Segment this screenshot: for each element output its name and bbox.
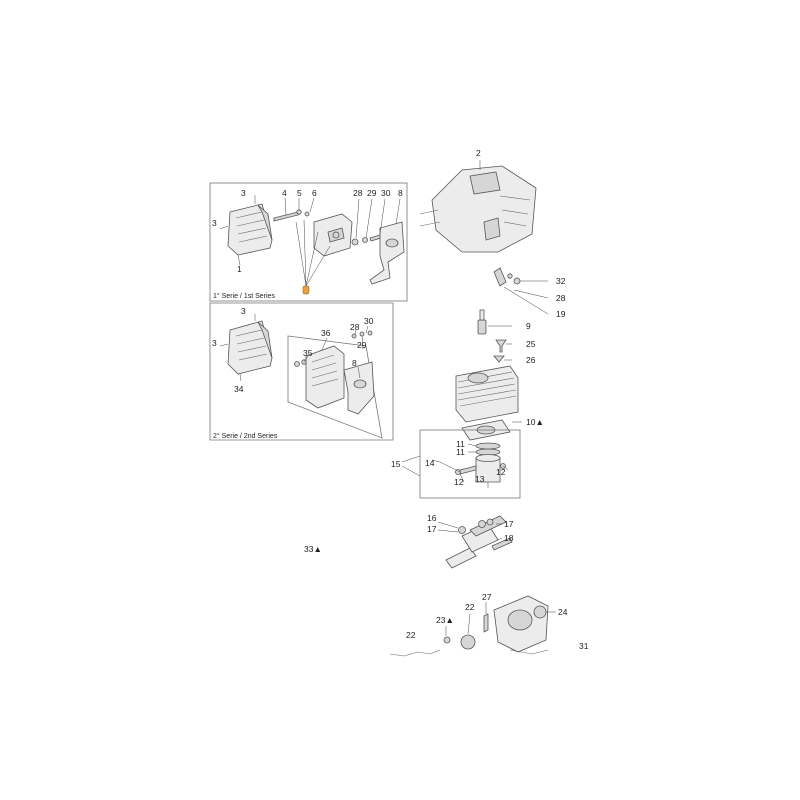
callout-8: 8 xyxy=(398,188,403,198)
switch-parts xyxy=(493,267,549,315)
callout-10: 10▲ xyxy=(526,417,544,427)
callout-11: 11 xyxy=(456,439,465,449)
callout-3: 3 xyxy=(212,338,217,348)
highlighted-part xyxy=(302,285,310,295)
callout-23: 23▲ xyxy=(436,615,454,625)
callout-11: 11 xyxy=(456,447,465,457)
callout-28: 28 xyxy=(353,188,363,198)
callout-labels: 2 3 3 4 5 6 28 29 30 8 1 32 28 19 9 25 2… xyxy=(212,148,589,651)
crankcase xyxy=(389,595,556,657)
callout-13: 13 xyxy=(475,474,485,484)
callout-36: 36 xyxy=(321,328,331,338)
callout-19: 19 xyxy=(556,309,566,319)
callout-12: 12 xyxy=(454,477,464,487)
callout-26: 26 xyxy=(526,355,536,365)
piston-group xyxy=(401,429,521,499)
callout-5: 5 xyxy=(297,188,302,198)
callout-29: 29 xyxy=(367,188,377,198)
callout-2: 2 xyxy=(476,148,481,158)
callout-30: 30 xyxy=(381,188,391,198)
engine-housing xyxy=(419,160,537,253)
callout-16: 16 xyxy=(427,513,437,523)
callout-6: 6 xyxy=(312,188,317,198)
callout-12: 12 xyxy=(496,467,506,477)
callout-3: 3 xyxy=(212,218,217,228)
callout-15: 15 xyxy=(391,459,401,469)
callout-8: 8 xyxy=(352,358,357,368)
panel-2nd-series: 2° Serie / 2nd Series xyxy=(209,302,394,441)
callout-31: 31 xyxy=(579,641,589,651)
callout-17: 17 xyxy=(427,524,437,534)
callout-4: 4 xyxy=(282,188,287,198)
callout-3: 3 xyxy=(241,188,246,198)
panel-1st-series: 1° Serie / 1st Series xyxy=(209,182,408,302)
callout-33: 33▲ xyxy=(304,544,322,554)
callout-28: 28 xyxy=(556,293,566,303)
callout-29: 29 xyxy=(357,340,367,350)
callout-22: 22 xyxy=(465,602,475,612)
crankshaft xyxy=(437,515,513,569)
callout-25: 25 xyxy=(526,339,536,349)
muffler-cover-2 xyxy=(227,320,273,375)
callout-9: 9 xyxy=(526,321,531,331)
cylinder xyxy=(455,365,522,441)
callout-18: 18 xyxy=(504,533,514,543)
gasket-plate xyxy=(369,221,405,285)
callout-28: 28 xyxy=(350,322,360,332)
panel-2-caption: 2° Serie / 2nd Series xyxy=(213,432,278,440)
callout-24: 24 xyxy=(558,607,568,617)
muffler-body-2 xyxy=(305,345,345,409)
callout-1: 1 xyxy=(237,264,242,274)
callout-35: 35 xyxy=(303,348,313,358)
callout-30: 30 xyxy=(364,316,374,326)
callout-32: 32 xyxy=(556,276,566,286)
panel-1-caption: 1° Serie / 1st Series xyxy=(213,292,275,300)
callout-14: 14 xyxy=(425,458,435,468)
callout-3: 3 xyxy=(241,306,246,316)
callout-22: 22 xyxy=(406,630,416,640)
spark-plug xyxy=(477,309,512,363)
callout-34: 34 xyxy=(234,384,244,394)
callout-17: 17 xyxy=(504,519,514,529)
muffler-cover xyxy=(227,203,273,256)
bolt xyxy=(273,211,299,222)
callout-27: 27 xyxy=(482,592,492,602)
